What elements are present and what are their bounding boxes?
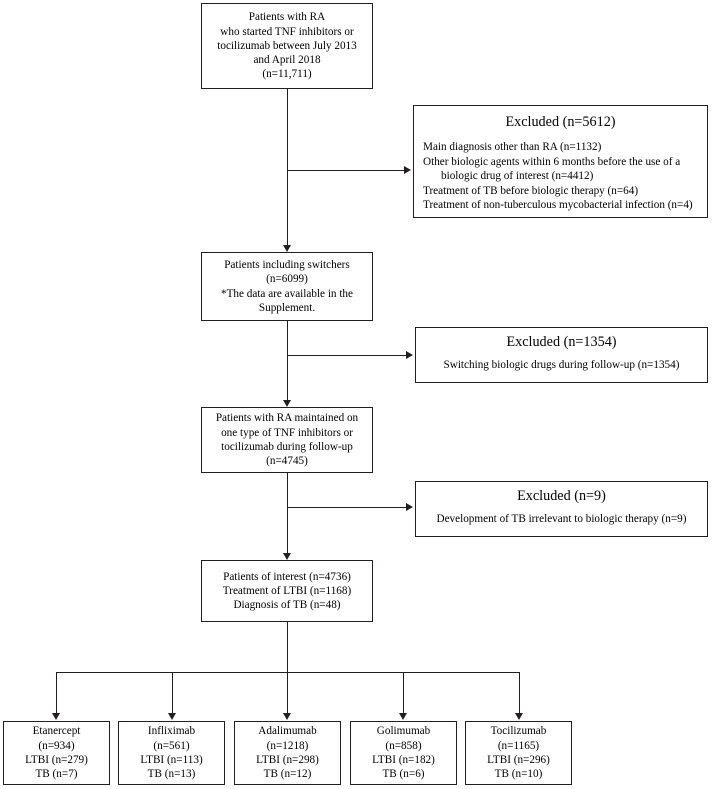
box-line: who started TNF inhibitors or bbox=[220, 25, 354, 38]
connector-branch-excl-9 bbox=[287, 507, 406, 508]
arrow-to-excluded-9 bbox=[406, 502, 413, 511]
excluded-reason: Treatment of non-tuberculous mycobacteri… bbox=[423, 199, 693, 212]
excluded-reason-cont: biologic drug of interest (n=4412) bbox=[441, 170, 594, 183]
drug-count: (n=858) bbox=[385, 739, 422, 752]
arrow-to-switchers bbox=[282, 245, 291, 252]
connector-branch-excl-1354 bbox=[287, 355, 406, 356]
arrow-to-adalimumab bbox=[282, 713, 291, 720]
drug-tb: TB (n=10) bbox=[494, 768, 543, 781]
arrow-to-patients-of-interest bbox=[282, 553, 291, 560]
connector-drop-golimumab bbox=[403, 672, 404, 714]
box-line: tocilizumab between July 2013 bbox=[217, 39, 357, 52]
drug-name: Tocilizumab bbox=[490, 725, 547, 738]
arrow-to-tocilizumab bbox=[514, 713, 523, 720]
connector-spine-1 bbox=[287, 89, 288, 245]
arrow-to-infliximab bbox=[167, 713, 176, 720]
box-patients-maintained-one-type: Patients with RA maintained on one type … bbox=[201, 407, 373, 473]
box-excluded-5612: Excluded (n=5612) Main diagnosis other t… bbox=[413, 105, 708, 218]
box-line: Patients including switchers bbox=[224, 258, 350, 271]
drug-tb: TB (n=12) bbox=[263, 768, 312, 781]
connector-drop-adalimumab bbox=[287, 672, 288, 714]
excluded-reason: Switching biologic drugs during follow-u… bbox=[443, 359, 680, 372]
box-cohort-source: Patients with RA who started TNF inhibit… bbox=[201, 3, 373, 89]
arrow-to-maintained bbox=[282, 400, 291, 407]
box-patients-including-switchers: Patients including switchers (n=6099) *T… bbox=[201, 252, 373, 321]
box-etanercept: Etanercept (n=934) LTBI (n=279) TB (n=7) bbox=[3, 721, 110, 785]
box-line: (n=11,711) bbox=[262, 68, 312, 81]
box-excluded-1354: Excluded (n=1354) Switching biologic dru… bbox=[415, 327, 708, 383]
drug-ltbi: LTBI (n=298) bbox=[256, 754, 319, 766]
box-tocilizumab: Tocilizumab (n=1165) LTBI (n=296) TB (n=… bbox=[465, 721, 572, 785]
drug-tb: TB (n=13) bbox=[147, 768, 196, 781]
box-line: Patients with RA bbox=[248, 11, 326, 24]
drug-name: Golimumab bbox=[376, 725, 431, 738]
box-line: Treatment of LTBI (n=1168) bbox=[222, 584, 352, 597]
box-line: Patients of interest (n=4736) bbox=[223, 570, 351, 583]
box-line: (n=6099) bbox=[266, 273, 308, 286]
drug-count: (n=934) bbox=[38, 739, 75, 752]
excluded-title: Excluded (n=9) bbox=[517, 488, 606, 504]
drug-ltbi: LTBI (n=182) bbox=[372, 754, 435, 766]
box-golimumab: Golimumab (n=858) LTBI (n=182) TB (n=6) bbox=[350, 721, 457, 785]
drug-count: (n=561) bbox=[153, 739, 190, 752]
box-line: Patients with RA maintained on bbox=[215, 412, 359, 425]
drug-tb: TB (n=6) bbox=[382, 768, 425, 781]
excluded-reason: Main diagnosis other than RA (n=1132) bbox=[423, 141, 602, 154]
connector-spine-3 bbox=[287, 473, 288, 553]
excluded-reason-list: Main diagnosis other than RA (n=1132) Ot… bbox=[423, 140, 698, 213]
connector-spine-2 bbox=[287, 321, 288, 400]
drug-count: (n=1218) bbox=[266, 739, 309, 752]
excluded-reason: Treatment of TB before biologic therapy … bbox=[423, 184, 639, 197]
drug-ltbi: LTBI (n=279) bbox=[25, 754, 88, 766]
box-adalimumab: Adalimumab (n=1218) LTBI (n=298) TB (n=1… bbox=[234, 721, 341, 785]
box-line: one type of TNF inhibitors or bbox=[221, 426, 353, 439]
box-line: *The data are available in the bbox=[220, 287, 353, 300]
arrow-to-golimumab bbox=[398, 713, 407, 720]
connector-drop-tocilizumab bbox=[519, 672, 520, 714]
drug-name: Infliximab bbox=[147, 725, 196, 738]
drug-name: Etanercept bbox=[32, 725, 81, 738]
drug-ltbi: LTBI (n=113) bbox=[140, 754, 203, 766]
arrow-to-etanercept bbox=[51, 713, 60, 720]
connector-drop-infliximab bbox=[172, 672, 173, 714]
drug-count: (n=1165) bbox=[497, 739, 540, 752]
connector-drop-etanercept bbox=[56, 672, 57, 714]
box-line: Diagnosis of TB (n=48) bbox=[233, 599, 341, 612]
excluded-reason-list: Development of TB irrelevant to biologic… bbox=[425, 512, 698, 527]
drug-ltbi: LTBI (n=296) bbox=[487, 754, 550, 766]
arrow-to-excluded-5612 bbox=[404, 165, 411, 174]
box-line: and April 2018 bbox=[253, 54, 321, 67]
box-excluded-9: Excluded (n=9) Development of TB irrelev… bbox=[415, 481, 708, 537]
box-patients-of-interest: Patients of interest (n=4736) Treatment … bbox=[201, 560, 373, 622]
arrow-to-excluded-1354 bbox=[406, 350, 413, 359]
excluded-title: Excluded (n=5612) bbox=[505, 114, 616, 130]
excluded-title: Excluded (n=1354) bbox=[506, 334, 617, 350]
box-infliximab: Infliximab (n=561) LTBI (n=113) TB (n=13… bbox=[118, 721, 225, 785]
box-line: (n=4745) bbox=[266, 455, 308, 468]
drug-tb: TB (n=7) bbox=[35, 768, 78, 781]
excluded-reason-list: Switching biologic drugs during follow-u… bbox=[425, 358, 698, 373]
drug-name: Adalimumab bbox=[258, 725, 317, 738]
excluded-reason: Development of TB irrelevant to biologic… bbox=[436, 513, 687, 526]
connector-branch-excl-5612 bbox=[287, 170, 404, 171]
connector-spine-4 bbox=[287, 622, 288, 673]
box-line: Supplement. bbox=[258, 301, 316, 314]
box-line: tocilizumab during follow-up bbox=[221, 441, 353, 453]
excluded-reason: Other biologic agents within 6 months be… bbox=[423, 155, 681, 168]
